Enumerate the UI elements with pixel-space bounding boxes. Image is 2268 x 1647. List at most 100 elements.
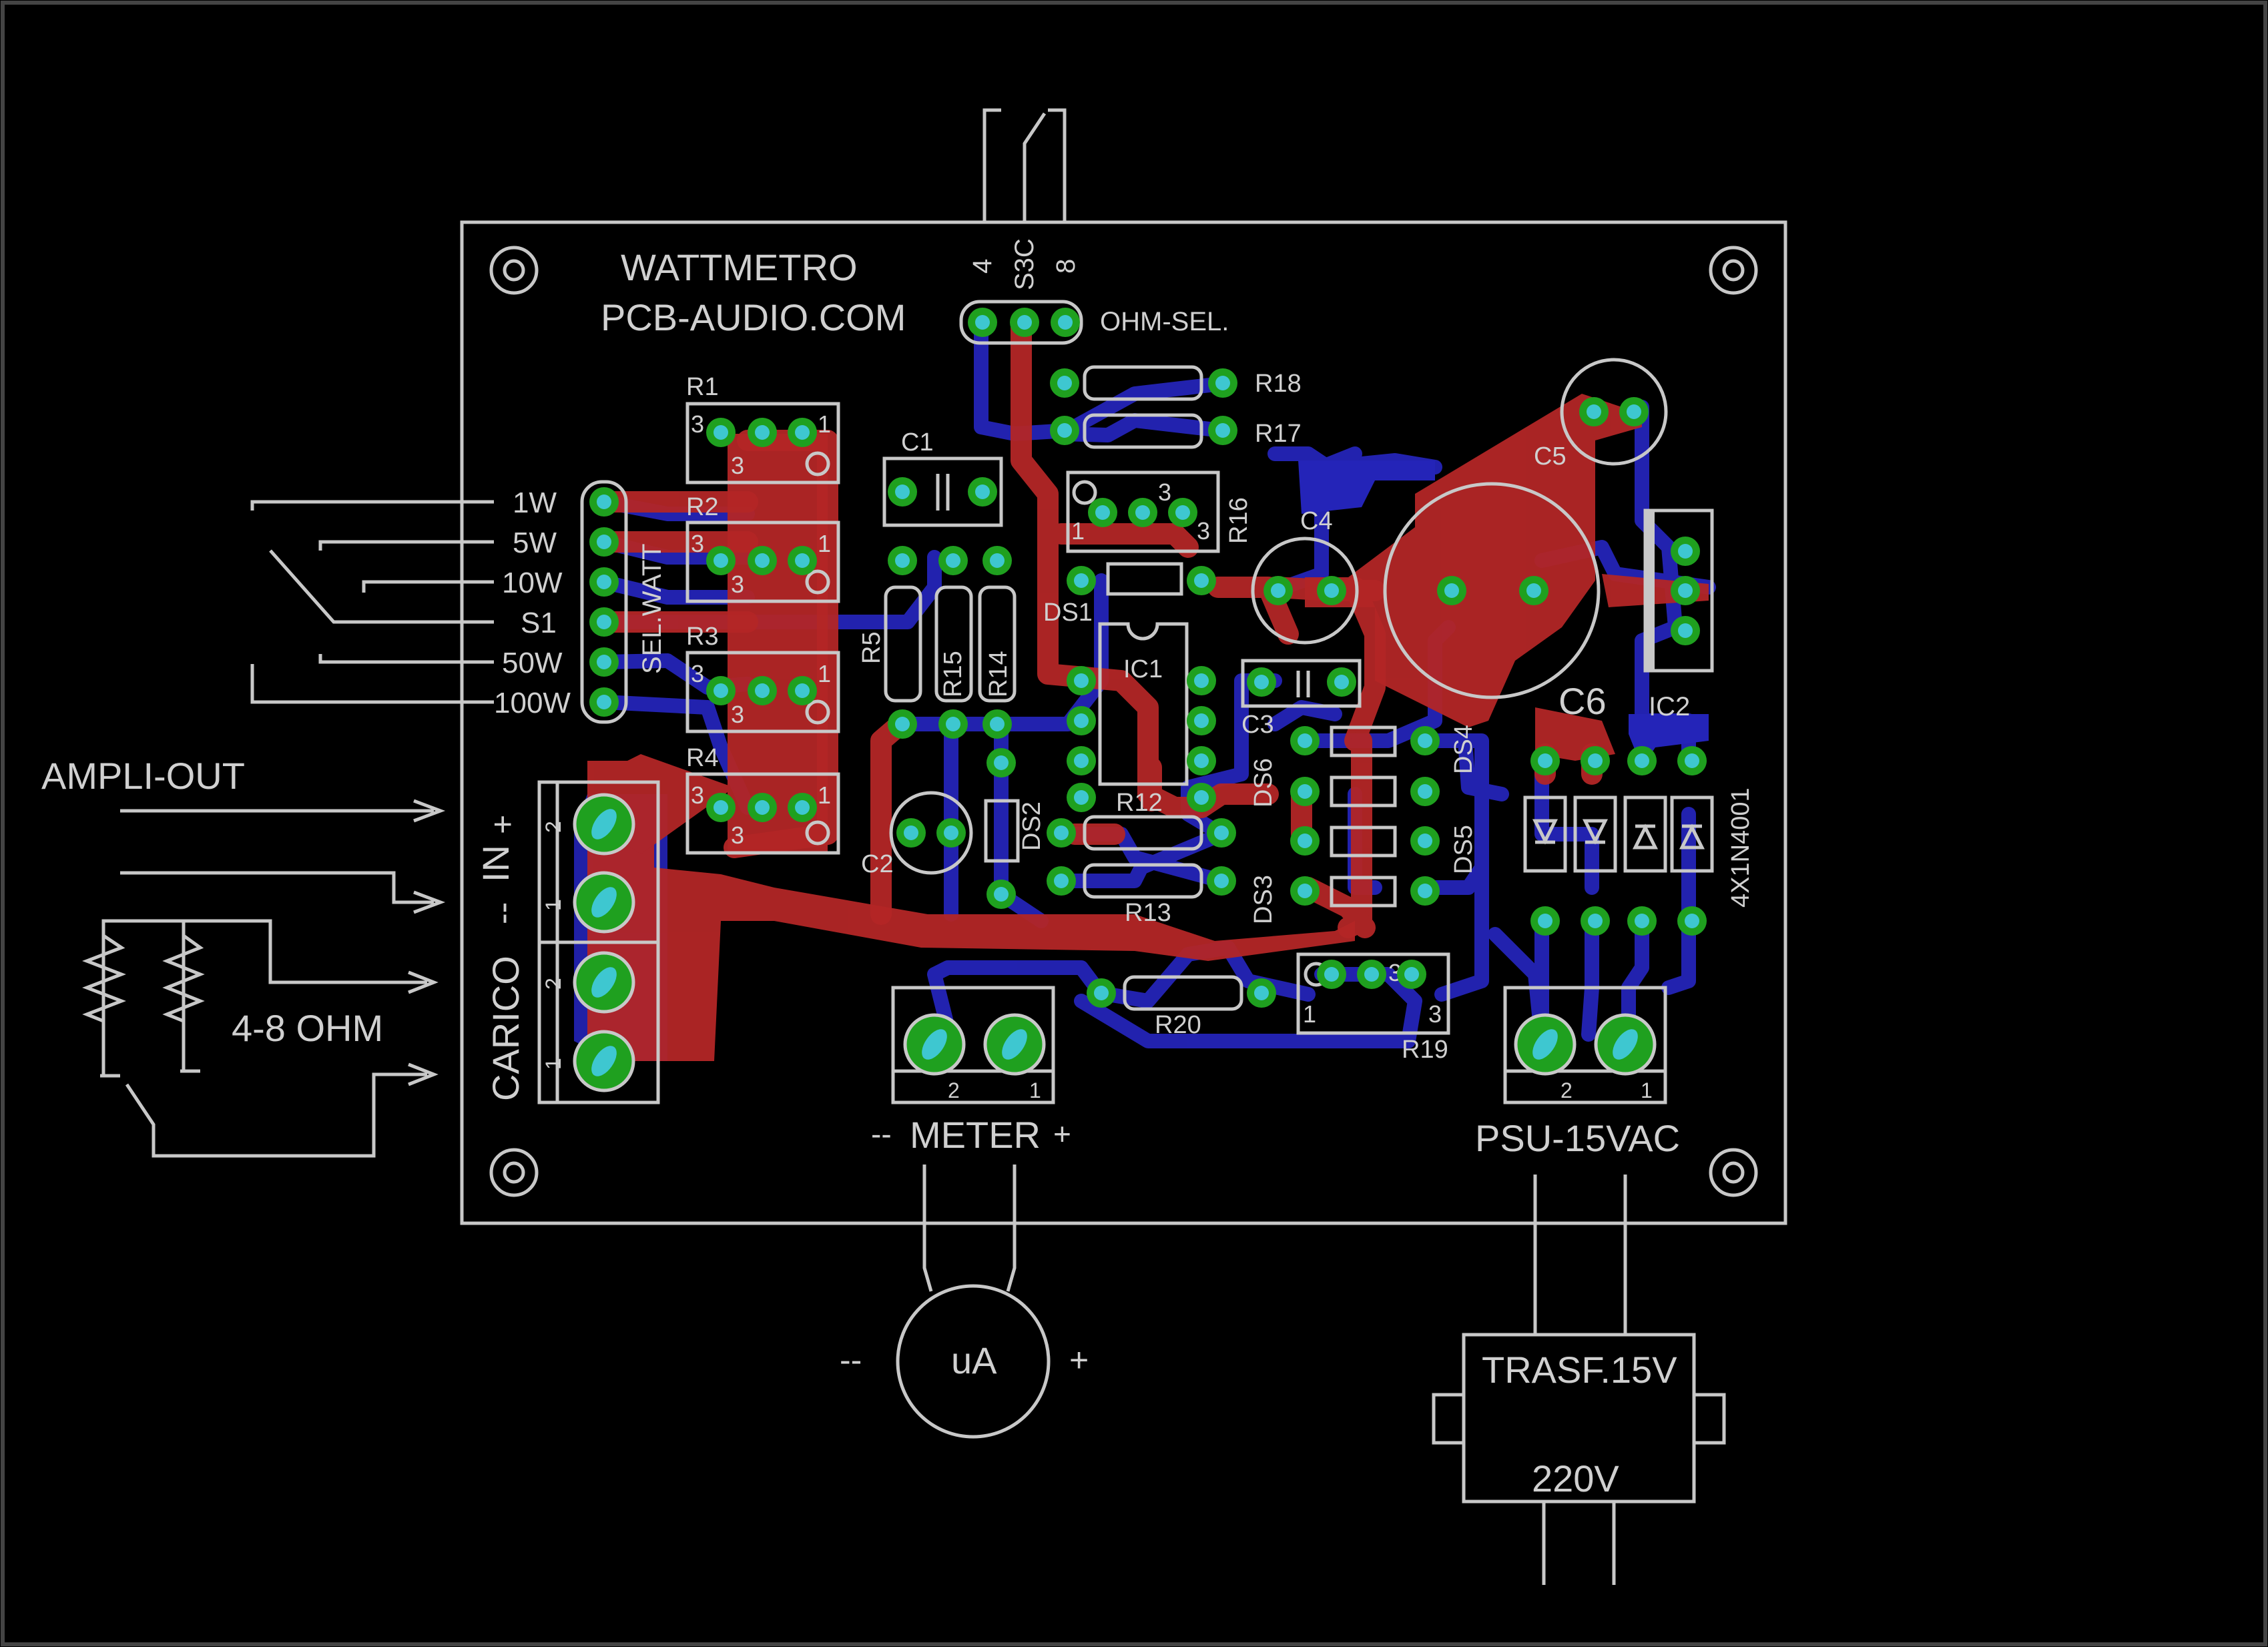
mounting-holes [489,246,1758,1197]
label-r2-1: 1 [818,530,831,557]
drill-hole [944,826,958,840]
label-r20: R20 [1155,1011,1201,1039]
label-c3: C3 [1241,711,1274,739]
drill-hole [975,315,990,330]
drill-hole [994,887,1009,902]
drill-hole [795,800,810,815]
drill-hole [1054,826,1069,840]
label-r15: R15 [939,651,967,697]
label-ic1: IC1 [1123,655,1163,683]
label-tb-1b: 1 [541,1058,565,1070]
terminal-drill [1002,1029,1027,1060]
label-r19-1: 1 [1303,1000,1316,1028]
drill-hole [946,553,960,568]
drill-hole [895,484,910,499]
label-r3: R3 [686,623,719,651]
label-in-minus: -- [484,902,521,924]
terminal-psu: 2 1 PSU-15VAC [1475,986,1680,1159]
resistor-r12: R12 [1083,789,1203,851]
label-r4-3b: 3 [731,821,744,849]
drill-hole [1057,423,1072,438]
drill-hole [1324,967,1339,982]
drill-hole [1074,713,1089,728]
terminal-drill [591,887,617,918]
drill-hole [1095,505,1110,520]
label-s3c-8: 8 [1051,259,1081,274]
drill-hole [1074,753,1089,768]
label-ds6: DS6 [1249,758,1278,807]
terminal-drill [1532,1029,1558,1060]
label-r12: R12 [1116,789,1163,817]
capacitor-c3: C3 [1241,659,1362,739]
drill-hole [1194,753,1209,768]
label-diodes: 4X1N4001 [1727,787,1755,908]
label-ds4: DS4 [1450,725,1478,774]
label-meter-minus: -- [871,1116,892,1151]
drill-hole [1271,583,1286,598]
drill-hole [1418,834,1432,848]
watt-label-10w: 10W [502,567,563,599]
drill-hole [714,683,728,698]
watt-label-s1: S1 [521,607,557,639]
drill-hole [1057,376,1072,390]
label-psu-2: 2 [1561,1078,1573,1102]
drill-hole [795,553,810,568]
drill-hole [795,683,810,698]
trimmer-r4: R4 3 1 3 [685,744,840,855]
drill-hole [1404,967,1419,982]
drill-hole [755,800,770,815]
drill-hole [1214,826,1229,840]
drill-hole [714,553,728,568]
board-site: PCB-AUDIO.COM [601,296,906,338]
component-pads [573,308,1707,1092]
label-r4: R4 [686,744,719,772]
drill-hole [755,683,770,698]
drill-hole [1364,967,1379,982]
drill-hole [1175,505,1190,520]
label-s3c-4: 4 [968,259,997,274]
label-s3c: S3C [1010,238,1039,290]
watt-selector-labels: 1W 5W 10W S1 50W 100W [494,486,571,719]
terminal-in-carico: 2 1 2 1 IN + -- CARICO [475,780,660,1104]
drill-hole [895,717,910,731]
capacitor-c2: C2 [861,791,973,878]
diode-ds6: DS6 [1249,758,1397,807]
label-r1: R1 [686,373,719,401]
label-r17: R17 [1255,420,1302,448]
meter-plus-label: + [1069,1341,1089,1379]
rectifier-diodes: 4X1N4001 [1523,787,1755,908]
drill-hole [1194,573,1209,588]
ic2-outline: IC2 [1643,509,1714,721]
label-r4-3: 3 [691,781,704,809]
resistor-r17: R17 [1083,413,1302,449]
drill-hole [1538,753,1552,768]
drill-hole [1254,986,1269,1000]
label-r1-1: 1 [818,410,831,438]
drill-hole [597,575,611,589]
meter-minus-label: -- [840,1341,862,1379]
label-r16-1: 1 [1071,517,1085,545]
drill-hole [1298,884,1312,898]
ampli-out-label: AMPLI-OUT [41,755,245,797]
label-r5: R5 [858,631,886,664]
drill-hole [755,553,770,568]
label-r16-3b: 3 [1158,478,1171,506]
drill-hole [1678,583,1693,598]
resistor-r13: R13 [1083,863,1203,927]
drill-hole [975,484,990,499]
label-ic2: IC2 [1649,692,1690,721]
label-r3-3b: 3 [731,701,744,728]
terminal-meter: 2 1 METER -- + [871,986,1071,1156]
label-r19-3: 3 [1428,1000,1442,1028]
drill-hole [1678,623,1693,638]
drill-hole [1324,583,1339,598]
drill-hole [1588,753,1603,768]
drill-hole [1588,914,1603,928]
ohm-sel-header: OHM-SEL. 4 S3C 8 [959,238,1229,345]
label-r2-3: 3 [691,530,704,557]
drill-hole [1054,874,1069,888]
label-r16: R16 [1225,497,1253,544]
label-r2: R2 [686,493,719,521]
drill-hole [1635,914,1649,928]
drill-hole [1194,673,1209,688]
